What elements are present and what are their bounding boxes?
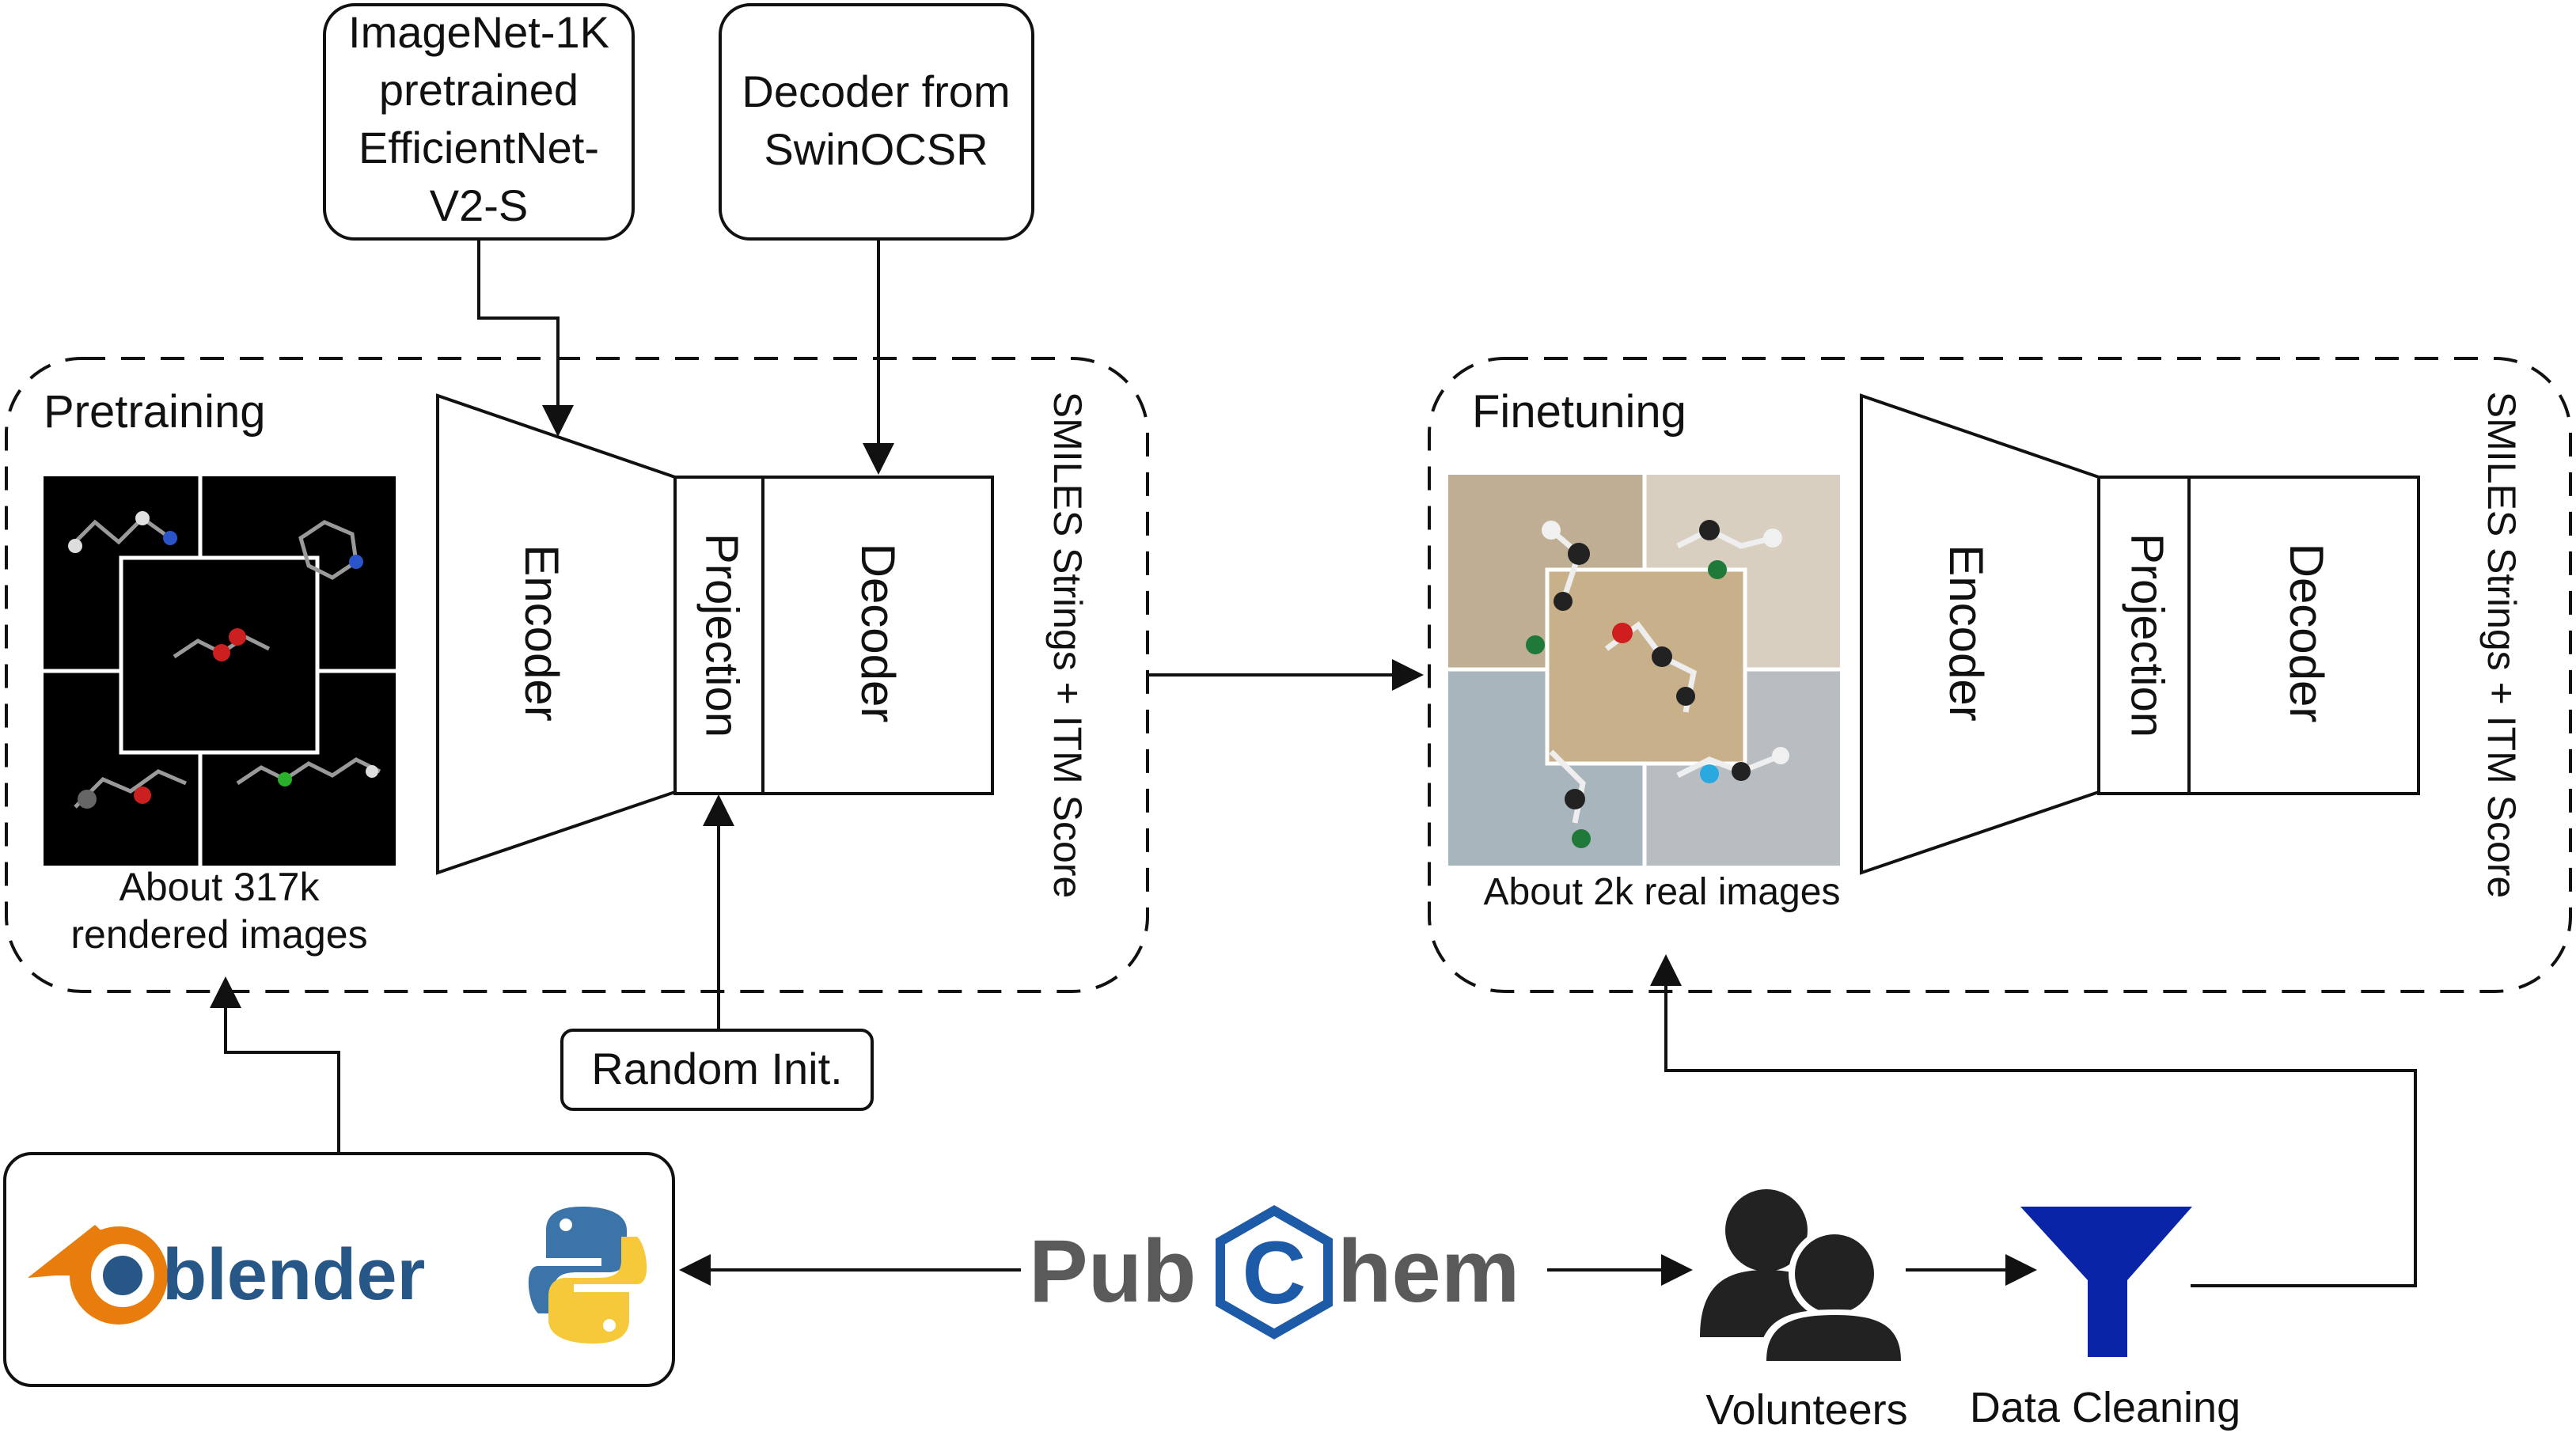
random-init-box: Random Init.: [560, 1029, 874, 1111]
data-cleaning-label: Data Cleaning: [1970, 1384, 2240, 1431]
imagenet-efficientnet-box: ImageNet-1K pretrained EfficientNet- V2-…: [323, 3, 635, 241]
finetuning-encoder: Encoder: [1860, 393, 2100, 875]
pretraining-decoder-label: Decoder: [852, 544, 905, 723]
pubchem-pub-text: Pub: [1029, 1222, 1197, 1321]
finetuning-caption: About 2k real images: [1484, 871, 1841, 913]
swinocsr-line-2: SwinOCSR: [764, 124, 988, 174]
atom: [1565, 789, 1585, 809]
finetuning-projection: Projection: [2097, 476, 2191, 795]
atom: [163, 531, 177, 545]
atom: [134, 786, 151, 804]
blender-wordmark: blender: [162, 1234, 425, 1315]
pretraining-encoder: Encoder: [436, 393, 677, 875]
pubchem-logo: Pub C hem: [1029, 1205, 1519, 1340]
atom: [349, 555, 363, 569]
pretraining-group: Pretraining Abo: [5, 357, 1149, 993]
atom: [1612, 623, 1633, 643]
imagenet-to-encoder-arrow: [477, 239, 574, 437]
atom: [1763, 529, 1782, 548]
atom: [1700, 764, 1719, 783]
imagenet-line-4: V2-S: [430, 180, 529, 230]
pubchem-hem-text: hem: [1337, 1222, 1519, 1321]
pretraining-title: Pretraining: [44, 386, 265, 438]
rendered-images-collage: [44, 476, 396, 866]
finetuning-projection-label: Projection: [2122, 533, 2173, 737]
atom: [366, 765, 378, 778]
random-init-label: Random Init.: [591, 1044, 843, 1093]
atom: [78, 790, 97, 809]
atom: [1568, 543, 1590, 565]
atom: [1572, 829, 1591, 848]
tools-to-pretraining-arrow: [210, 976, 340, 1154]
pretraining-projection-label: Projection: [696, 533, 748, 737]
swinocsr-decoder-box: Decoder from SwinOCSR: [719, 3, 1034, 241]
imagenet-line-3: EfficientNet-: [359, 123, 599, 172]
pubchem-hexagon-icon: [1216, 1205, 1333, 1340]
pretraining-encoder-label: Encoder: [515, 544, 568, 721]
atom: [1676, 687, 1695, 706]
atom: [1699, 520, 1720, 540]
atom: [278, 772, 292, 786]
pretraining-caption-line-2: rendered images: [70, 912, 367, 957]
atom: [213, 644, 230, 661]
finetuning-title: Finetuning: [1472, 386, 1686, 438]
imagenet-line-1: ImageNet-1K: [348, 7, 609, 57]
pretraining-decoder: Decoder: [761, 476, 994, 795]
finetuning-output-label: SMILES Strings + ITM Score: [2479, 392, 2524, 898]
finetuning-encoder-label: Encoder: [1940, 544, 1993, 721]
pretraining-caption-line-1: About 317k: [120, 865, 321, 909]
filter-icon: [2020, 1207, 2192, 1357]
atom: [1542, 521, 1561, 540]
finetuning-group: Finetuning: [1428, 357, 2572, 993]
volunteers-label: Volunteers: [1705, 1386, 1907, 1434]
atom: [68, 539, 82, 553]
atom: [1554, 592, 1573, 611]
real-images-collage: [1448, 475, 1840, 866]
rendering-tools-box: blender: [3, 1152, 675, 1387]
atom: [1772, 747, 1789, 764]
finetuning-decoder: Decoder: [2187, 476, 2420, 795]
volunteers-icon: [1700, 1189, 1909, 1365]
atom: [229, 628, 246, 646]
pubchem-c-text: C: [1242, 1223, 1307, 1322]
pretraining-projection: Projection: [673, 476, 764, 795]
atom: [135, 511, 150, 525]
finetuning-decoder-label: Decoder: [2280, 544, 2333, 723]
blender-logo: blender: [28, 1225, 425, 1325]
atom: [1708, 560, 1727, 579]
atom: [1526, 635, 1545, 654]
atom: [1732, 762, 1751, 781]
imagenet-line-2: pretrained: [379, 65, 579, 115]
cleaning-to-finetuning-arrow: [1650, 954, 2417, 1287]
pretraining-output-label: SMILES Strings + ITM Score: [1045, 392, 1090, 898]
atom: [1652, 646, 1672, 667]
swinocsr-line-1: Decoder from: [742, 66, 1010, 116]
python-logo: [528, 1207, 647, 1344]
